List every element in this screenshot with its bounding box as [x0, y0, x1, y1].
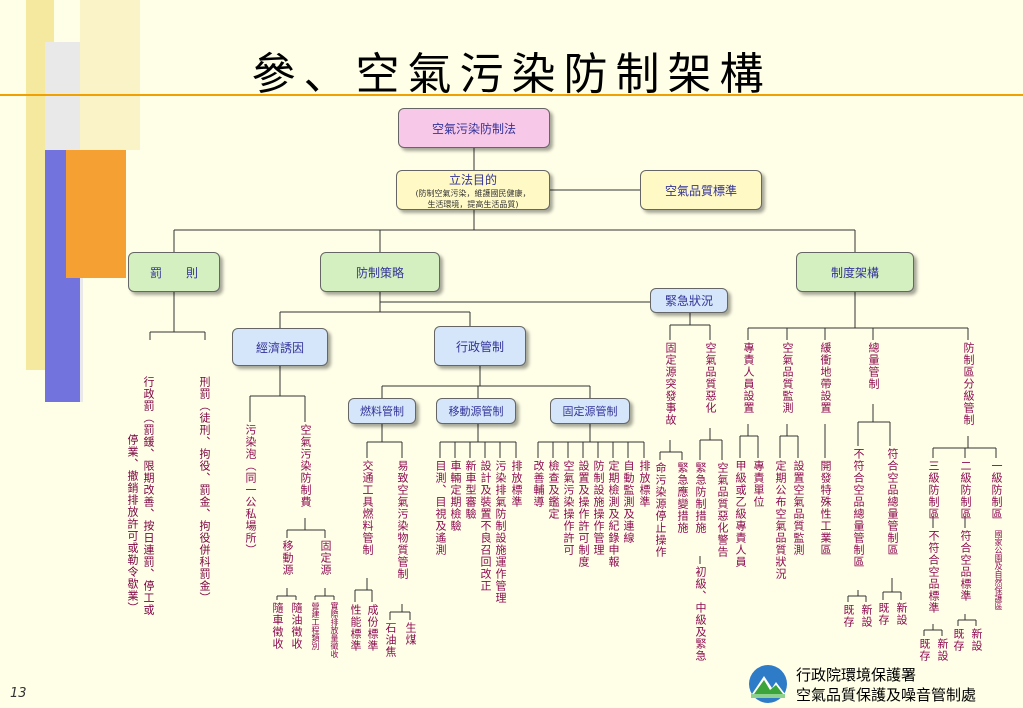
institution-box: 制度架構 — [796, 252, 914, 292]
purpose-line-2: 生活環境，提高生活品質) — [427, 199, 519, 209]
fixed-item-8: 排放標準 — [638, 460, 651, 508]
decor-bar-pale — [80, 0, 140, 150]
with-fuel-tax-text: 隨油徵收 — [290, 602, 303, 650]
class1-text: 一級防制區 — [990, 460, 1003, 520]
aq-worsen-text: 空氣品質惡化 — [704, 342, 717, 414]
org-name-line-2: 空氣品質保護及噪音管制處 — [796, 686, 977, 704]
zoning-text: 防制區分級管制 — [962, 342, 975, 426]
fixed-source-fee-text: 固定源 — [319, 540, 332, 576]
publish-status-text: 定期公布空氣品質狀況 — [774, 460, 787, 580]
construction-type-text: 營建工程類別 — [311, 602, 320, 650]
fixed-item-6: 定期檢測及紀錄申報 — [607, 460, 620, 568]
emergency-measures-text: 緊急應變措施 — [676, 462, 689, 534]
existing-text-1: 既存 — [842, 604, 855, 628]
penalty-box: 罰 則 — [128, 252, 220, 292]
meet-std-text: 符合空品標準 — [959, 530, 972, 602]
class2-text: 二級防制區 — [959, 460, 972, 520]
new-text-1: 新設 — [860, 604, 873, 628]
fuel-control-box: 燃料管制 — [348, 398, 416, 424]
oil-coke-text: 石油焦 — [384, 622, 397, 658]
title-divider — [0, 94, 1023, 96]
economic-label: 經濟誘因 — [255, 340, 304, 355]
air-pollution-fee-text: 空氣污染防制費 — [299, 424, 312, 508]
mobile-item-1: 目測、目視及遙測 — [434, 460, 447, 556]
admin-label: 行政管制 — [455, 339, 504, 354]
specialist-unit-text: 專責單位 — [752, 460, 765, 508]
class-ab-text: 甲級或乙級專責人員 — [734, 460, 747, 568]
fixed-item-5: 防制設施操作管理 — [592, 460, 605, 556]
aq-monitoring-text: 空氣品質監測 — [781, 342, 794, 414]
criminal-penalty-text: 刑罰（徒刑、拘役、罰金、拘役併科罰金） — [198, 376, 211, 604]
existing-text-2: 既存 — [877, 602, 890, 626]
mobile-item-2: 車輛定期檢驗 — [449, 460, 462, 532]
aq-warning-text: 空氣品質惡化警告 — [716, 462, 729, 558]
mobile-item-4: 設計及裝置不良召回改正 — [479, 460, 492, 592]
purpose-line-1: (防制空氣污染，維護國民健康， — [415, 188, 531, 198]
warning-levels-text: 初級、中級及緊急 — [694, 566, 707, 662]
fixed-accident-text: 固定源突發事故 — [664, 342, 677, 426]
emergency-label: 緊急狀況 — [664, 294, 713, 308]
composition-standard-text: 成份標準 — [366, 604, 379, 652]
emergency-box: 緊急狀況 — [650, 288, 728, 313]
not-meet-std-text: 不符合空品標準 — [927, 530, 940, 614]
total-control-text: 總量管制 — [867, 342, 880, 390]
order-stop-text: 命污染源停止操作 — [654, 462, 667, 558]
penalty-label: 罰 則 — [149, 265, 198, 280]
mobile-item-6: 排放標準 — [510, 460, 523, 508]
fixed-item-7: 自動監測及連線 — [622, 460, 635, 544]
meet-total-text: 符合空品總量管制區 — [886, 448, 899, 556]
class3-text: 三級防制區 — [927, 460, 940, 520]
with-vehicle-tax-text: 隨車徵收 — [271, 602, 284, 650]
properties-standard-text: 性能標準 — [349, 604, 362, 652]
class1-note-text: 國家公園及自然保護區 — [994, 530, 1003, 610]
purpose-title: 立法目的 — [448, 172, 497, 187]
fixed-item-3: 空氣污染操作許可 — [562, 460, 575, 556]
easy-pollute-text: 易致空氣污染物質管制 — [396, 460, 409, 580]
mobile-control-box: 移動源管制 — [436, 398, 516, 424]
traffic-fuel-text: 交通工具燃料管制 — [361, 460, 374, 556]
admin-control-box: 行政管制 — [434, 326, 526, 366]
new-text-4: 新設 — [970, 628, 983, 652]
special-industrial-text: 開發特殊性工業區 — [819, 460, 832, 556]
buffer-zone-text: 緩衝地帶設置 — [819, 342, 832, 414]
pollution-bubble-text: 污染泡（同一公私場所） — [244, 424, 257, 556]
new-text-2: 新設 — [895, 602, 908, 626]
existing-text-4: 既存 — [952, 628, 965, 652]
decor-bar-orange — [66, 150, 126, 278]
economic-incentive-box: 經濟誘因 — [232, 328, 328, 366]
specialist-setup-text: 專責人員設置 — [742, 342, 755, 414]
fixed-item-4: 設置及操作許可制度 — [577, 460, 590, 568]
new-text-3: 新設 — [936, 638, 949, 662]
page-number: 13 — [10, 686, 27, 701]
org-name-line-1: 行政院環境保護署 — [796, 666, 917, 684]
admin-penalty-text-2: 停業、撤銷排放許可或勒令歇業） — [126, 434, 139, 614]
strategy-label: 防制策略 — [355, 265, 404, 280]
existing-text-3: 既存 — [918, 638, 931, 662]
law-label: 空氣污染防制法 — [431, 121, 516, 136]
actual-emission-text: 實際排放量徵收 — [330, 602, 339, 658]
air-quality-standard-box: 空氣品質標準 — [640, 170, 762, 210]
prevention-measures-text: 緊急防制措施 — [694, 462, 707, 534]
strategy-box: 防制策略 — [320, 252, 440, 292]
legislative-purpose-box: 立法目的 (防制空氣污染，維護國民健康， 生活環境，提高生活品質) — [396, 170, 550, 210]
mobile-control-label: 移動源管制 — [448, 405, 504, 418]
page-title: 參、空氣污染防制架構 — [251, 49, 772, 100]
setup-monitoring-text: 設置空氣品質監測 — [792, 460, 805, 556]
raw-coal-text: 生煤 — [404, 622, 417, 646]
fuel-control-label: 燃料管制 — [360, 405, 404, 418]
fixed-control-box: 固定源管制 — [550, 398, 630, 424]
mobile-source-fee-text: 移動源 — [281, 540, 294, 576]
air-pollution-law-box: 空氣污染防制法 — [398, 108, 550, 148]
fixed-item-1: 改善輔導 — [532, 460, 545, 508]
epa-logo-icon — [748, 664, 788, 708]
mobile-item-3: 新車型審驗 — [464, 460, 477, 520]
fixed-item-2: 檢查及鑑定 — [547, 460, 560, 520]
admin-penalty-text-1: 行政罰（罰鍰、限期改善、按日連罰、停工或 — [142, 376, 155, 616]
not-meet-total-text: 不符合空品總量管制區 — [852, 448, 865, 568]
aq-standard-label: 空氣品質標準 — [664, 183, 737, 198]
mobile-item-5: 污染排氣防制設施運作管理 — [494, 460, 507, 604]
institution-label: 制度架構 — [830, 265, 879, 280]
fixed-control-label: 固定源管制 — [562, 405, 618, 418]
